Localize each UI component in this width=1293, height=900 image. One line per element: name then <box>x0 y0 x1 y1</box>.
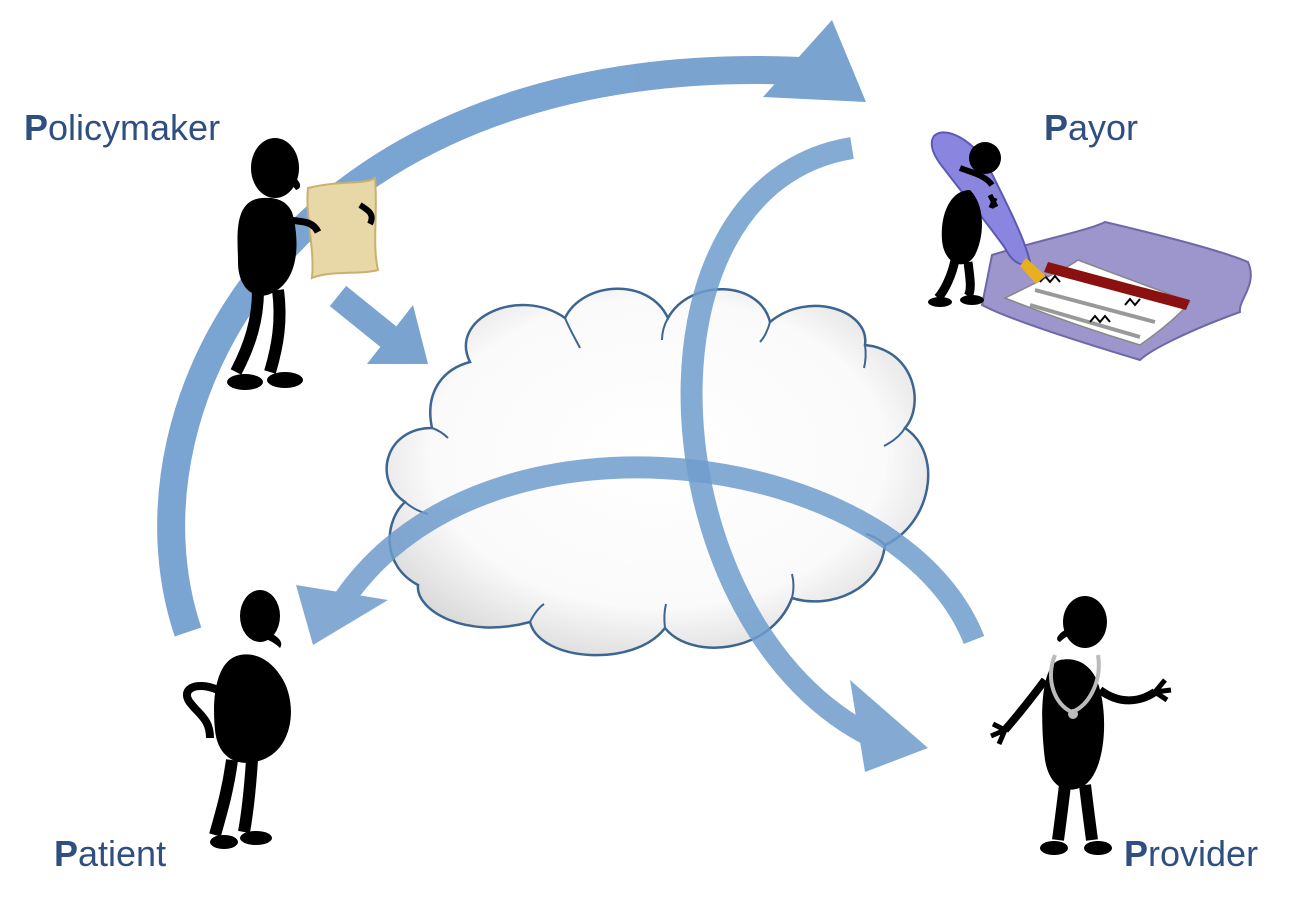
label-payor: Payor <box>1044 108 1138 148</box>
person-writing-check-icon <box>928 131 1252 362</box>
label-provider-rest: rovider <box>1148 833 1259 874</box>
person-holding-scroll-icon <box>227 138 380 390</box>
label-policymaker-rest: olicymaker <box>48 107 221 148</box>
label-policymaker: Policymaker <box>24 108 220 148</box>
arrow-payor-to-provider <box>680 137 928 772</box>
label-patient: Patient <box>54 834 166 874</box>
label-patient-rest: atient <box>78 833 167 874</box>
doctor-with-stethoscope-icon <box>990 596 1172 855</box>
arrow-provider-to-patient <box>296 456 985 645</box>
label-payor-initial: P <box>1044 107 1069 148</box>
person-hands-on-hip-icon <box>183 590 291 849</box>
label-provider: Provider <box>1124 834 1258 874</box>
arrow-policymaker-to-cloud <box>329 285 428 364</box>
label-payor-rest: ayor <box>1068 107 1139 148</box>
label-patient-initial: P <box>54 833 79 874</box>
label-policymaker-initial: P <box>24 107 49 148</box>
label-provider-initial: P <box>1124 833 1149 874</box>
